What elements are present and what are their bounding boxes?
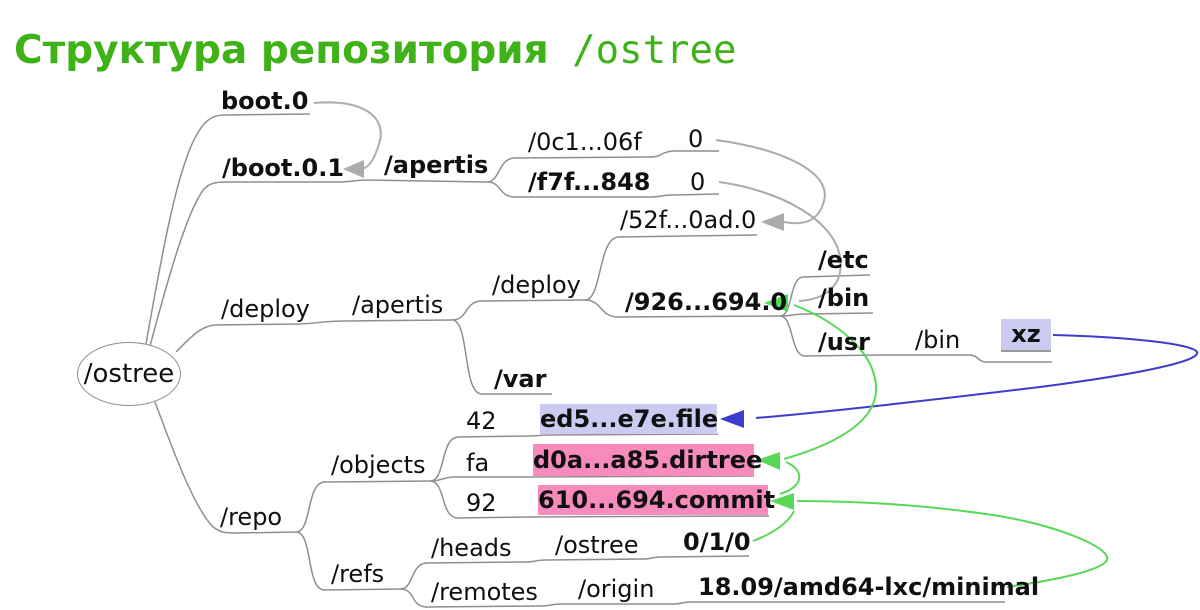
connector-926-to-usr [779,315,881,357]
arrow-ref010-to-commit [752,510,795,542]
connector-926-to-etc [779,274,871,317]
arrow-dirtree-to-926 [783,304,878,460]
connector-root-to-repo [154,401,297,534]
arrowhead-zero1-to-52f [761,213,784,231]
connector-refs-to-remotes-row [399,588,1005,608]
connector-root-to-deploy [175,319,453,353]
connector-objects-to-42-file [429,433,719,482]
arrowhead-xz-to-file [720,410,744,428]
arrow-minimal-to-commit [796,500,1109,588]
title-repo-path: /ostree [548,28,737,74]
connector-usr-to-bin-xz [880,354,1052,363]
connector-deploy-to-var [451,319,552,395]
connector-deploy-to-deploy2 [451,299,586,321]
arrowhead-minimal-to-commit [770,493,794,510]
connector-objects-to-92-commit [429,480,770,519]
connector-refs-to-heads-row [399,555,750,590]
arrow-zero1-to-52f [715,139,826,225]
connector-926-to-bin [779,312,874,317]
title-text: Структура репозитория [14,28,549,74]
tree-connectors [145,113,1052,608]
connector-root-to-boot01-apertis [149,179,488,347]
connector-deploy2-to-926 [584,299,781,318]
arrow-boot0-to-boot01 [313,101,382,171]
connector-apertis-to-0c1-0 [486,150,719,183]
connector-deploy2-to-52f [584,234,758,301]
connector-root-to-boot0 [145,113,311,345]
connector-apertis-to-f7f-0 [486,181,720,198]
arrowhead-dirtree-to-926 [764,294,788,312]
connector-objects-to-fa-dirtree [429,475,755,482]
arrowhead-boot0-to-boot01 [343,160,364,178]
reference-arrows [313,101,1199,588]
arrowhead-commit-to-dirtree [757,452,780,470]
connector-repo-to-objects [295,480,431,533]
connector-repo-to-refs [295,531,401,591]
arrow-xz-to-file [755,334,1199,419]
page-title: Структура репозитория /ostree [14,28,737,73]
arrow-zero2-to-926 [718,181,842,302]
arrow-commit-to-dirtree [779,461,801,495]
